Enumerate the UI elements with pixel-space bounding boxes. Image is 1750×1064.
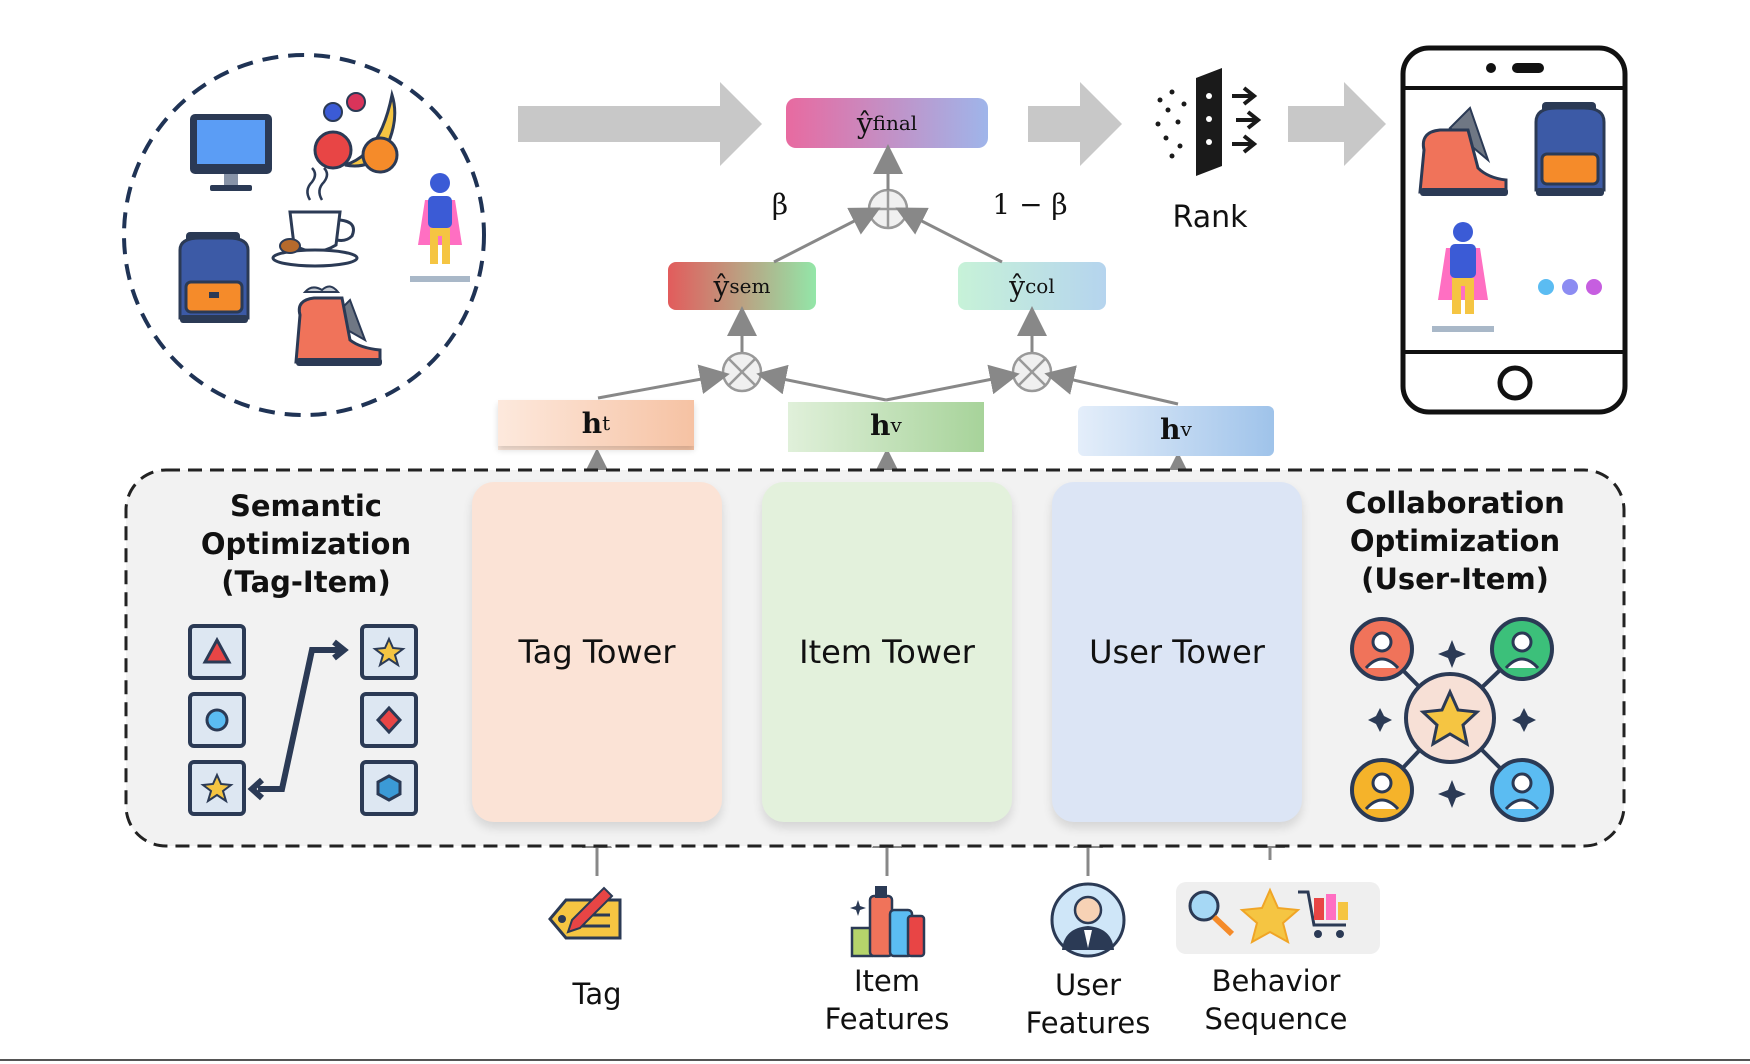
backpack-icon: [178, 232, 250, 323]
semantic-optimization-title: Semantic Optimization (Tag-Item): [200, 489, 412, 599]
product-node-sem: [721, 351, 763, 393]
product-node-col: [1011, 351, 1053, 393]
item-pool-circle: [122, 53, 486, 417]
rank-label: Rank: [1172, 200, 1248, 235]
coffee-icon: [271, 167, 359, 268]
collaboration-optimization-title: Collaboration Optimization (User-Item): [1345, 486, 1565, 596]
products-icon: [850, 886, 926, 958]
user-avatar-icon: [1050, 882, 1126, 958]
ht-box: [498, 400, 694, 450]
sum-node: [867, 188, 909, 230]
flow-arrow-1: [518, 82, 762, 166]
search-icon: [1188, 890, 1235, 937]
y-final-box: [786, 98, 988, 148]
beta-label: β: [771, 188, 789, 221]
tag-input-label: Tag: [572, 977, 622, 1011]
tag-item-mapping-icon: [188, 624, 418, 816]
shopping-cart-icon: [1298, 890, 1348, 938]
tag-tower: Tag Tower: [472, 482, 722, 822]
item-tower-label: Item Tower: [799, 633, 975, 671]
one-minus-beta-label: 1 − β: [992, 188, 1068, 221]
network-users-icon: [1350, 617, 1554, 822]
y-col-box: [958, 262, 1106, 310]
flow-arrow-3: [1288, 82, 1386, 166]
y-sem-box: [668, 262, 816, 310]
superhero-icon: [410, 173, 470, 282]
tag-icon: [548, 886, 622, 940]
monitor-icon: [190, 114, 272, 191]
user-tower-label: User Tower: [1089, 633, 1265, 671]
tag-tower-label: Tag Tower: [518, 633, 676, 671]
fruit-icon: [313, 89, 399, 174]
filter-rank-icon: [1155, 68, 1262, 176]
item-tower: Item Tower: [762, 482, 1012, 822]
flow-arrow-2: [1028, 82, 1122, 166]
user-tower: User Tower: [1052, 482, 1302, 822]
smartphone-icon: [1400, 45, 1628, 415]
hv-user-box: [1078, 406, 1274, 456]
star-icon: [1239, 887, 1301, 945]
hv-item-box: [788, 402, 984, 452]
boot-icon: [294, 285, 382, 366]
